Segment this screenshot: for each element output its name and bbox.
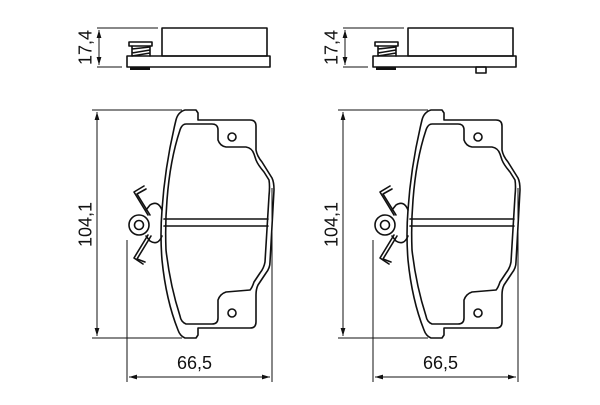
right-height-label: 104,1 (321, 201, 342, 248)
pad-right-front-view (374, 109, 521, 339)
pad-left-front-view (128, 109, 275, 339)
right-width-label: 66,5 (423, 353, 459, 373)
pad-left-top-view (97, 28, 270, 70)
left-thickness-label: 17,4 (75, 29, 96, 66)
right-thickness-label: 17,4 (321, 29, 342, 66)
pad-right-dimension-lines (338, 110, 518, 382)
pad-right-top-view (343, 28, 516, 74)
pad-left-dimension-lines (92, 110, 272, 382)
left-width-label: 66,5 (177, 353, 213, 373)
left-height-label: 104,1 (75, 201, 96, 248)
